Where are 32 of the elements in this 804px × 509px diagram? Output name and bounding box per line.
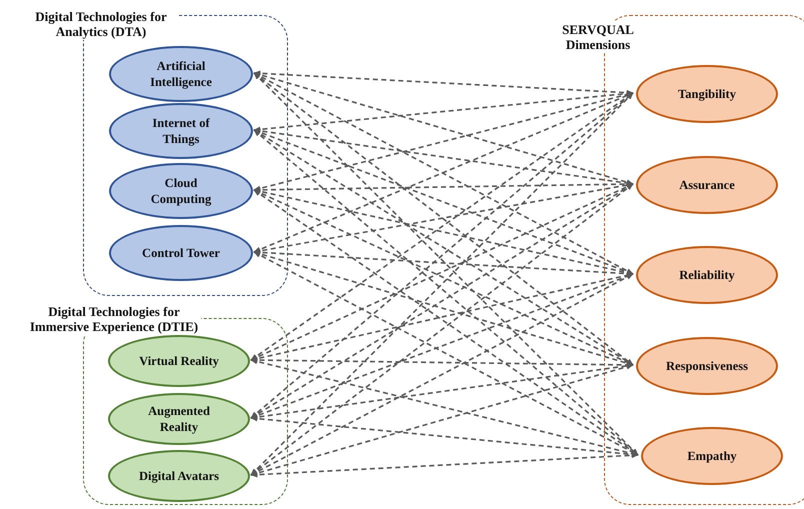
dashed-arrow bbox=[253, 129, 634, 366]
dashed-arrow bbox=[253, 92, 634, 253]
dashed-arrow bbox=[250, 452, 639, 478]
dashed-arrow bbox=[253, 181, 634, 193]
dashed-arrow bbox=[253, 182, 634, 254]
node-label: Digital Avatars bbox=[139, 468, 219, 484]
node-label: Responsiveness bbox=[666, 358, 748, 374]
dashed-arrow bbox=[253, 129, 634, 275]
node-label: Augmented Reality bbox=[147, 403, 211, 435]
node-label: Control Tower bbox=[142, 245, 220, 261]
dashed-arrow bbox=[253, 72, 634, 185]
dashed-arrow bbox=[250, 364, 634, 476]
node-label: Assurance bbox=[679, 177, 735, 193]
dashed-arrow bbox=[253, 251, 634, 366]
dashed-arrow bbox=[250, 183, 634, 419]
dashed-arrow bbox=[250, 273, 634, 476]
node-label: Empathy bbox=[687, 448, 737, 464]
dashed-arrow bbox=[253, 70, 634, 96]
dashed-arrow bbox=[250, 272, 634, 362]
dashed-arrow bbox=[250, 357, 634, 368]
node-label: Cloud Computing bbox=[150, 175, 212, 207]
dashed-arrow bbox=[250, 363, 634, 420]
node-label: Tangibility bbox=[678, 86, 736, 102]
dashed-arrow bbox=[253, 128, 634, 186]
node-label: Internet of Things bbox=[151, 115, 211, 147]
dashed-arrow bbox=[253, 72, 634, 275]
dashed-arrow bbox=[253, 92, 634, 192]
node-label: Artificial Intelligence bbox=[149, 58, 213, 90]
node-label: Virtual Reality bbox=[139, 353, 219, 369]
node-label: Reliability bbox=[679, 267, 735, 283]
dashed-arrow bbox=[253, 251, 639, 456]
dashed-arrow bbox=[250, 273, 634, 419]
